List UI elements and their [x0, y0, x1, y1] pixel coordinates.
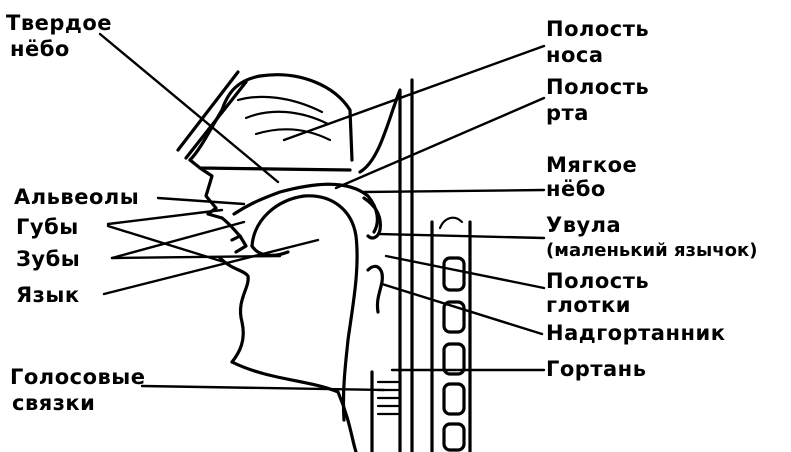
label-nasal-cavity-1: Полость — [546, 17, 649, 41]
label-uvula-1: Увула — [546, 213, 621, 237]
leader-tongue — [104, 240, 318, 294]
label-uvula-2: (маленький язычок) — [546, 240, 757, 261]
label-vocal-cords-1: Голосовые — [10, 365, 146, 389]
label-pharynx-1: Полость — [546, 269, 649, 293]
leader-vocal-cords — [142, 386, 384, 390]
leader-soft-palate — [364, 190, 544, 192]
label-alveoli: Альвеолы — [14, 185, 139, 209]
label-teeth: Зубы — [16, 247, 80, 271]
leader-oral-cavity — [336, 98, 544, 188]
leader-lines — [100, 34, 544, 390]
leader-lips-upper — [108, 210, 222, 224]
label-nasal-cavity-2: носа — [546, 43, 604, 67]
leader-teeth-upper — [112, 222, 244, 258]
leader-alveoli — [158, 198, 244, 204]
leader-nasal-cavity — [284, 46, 544, 140]
label-epiglottis: Надгортанник — [546, 321, 725, 345]
label-hard-palate-2: нёбо — [10, 37, 70, 61]
label-larynx: Гортань — [546, 357, 646, 381]
label-soft-palate-1: Мягкое — [546, 153, 637, 177]
label-vocal-cords-2: связки — [12, 391, 95, 415]
label-tongue: Язык — [16, 283, 80, 307]
label-oral-cavity-2: рта — [546, 101, 589, 125]
leader-epiglottis — [382, 284, 542, 334]
label-oral-cavity-1: Полость — [546, 75, 649, 99]
label-pharynx-2: глотки — [546, 293, 631, 317]
label-hard-palate-1: Твердое — [6, 11, 112, 35]
label-soft-palate-2: нёбо — [546, 177, 606, 201]
label-lips: Губы — [16, 215, 79, 239]
leader-uvula — [380, 234, 544, 238]
